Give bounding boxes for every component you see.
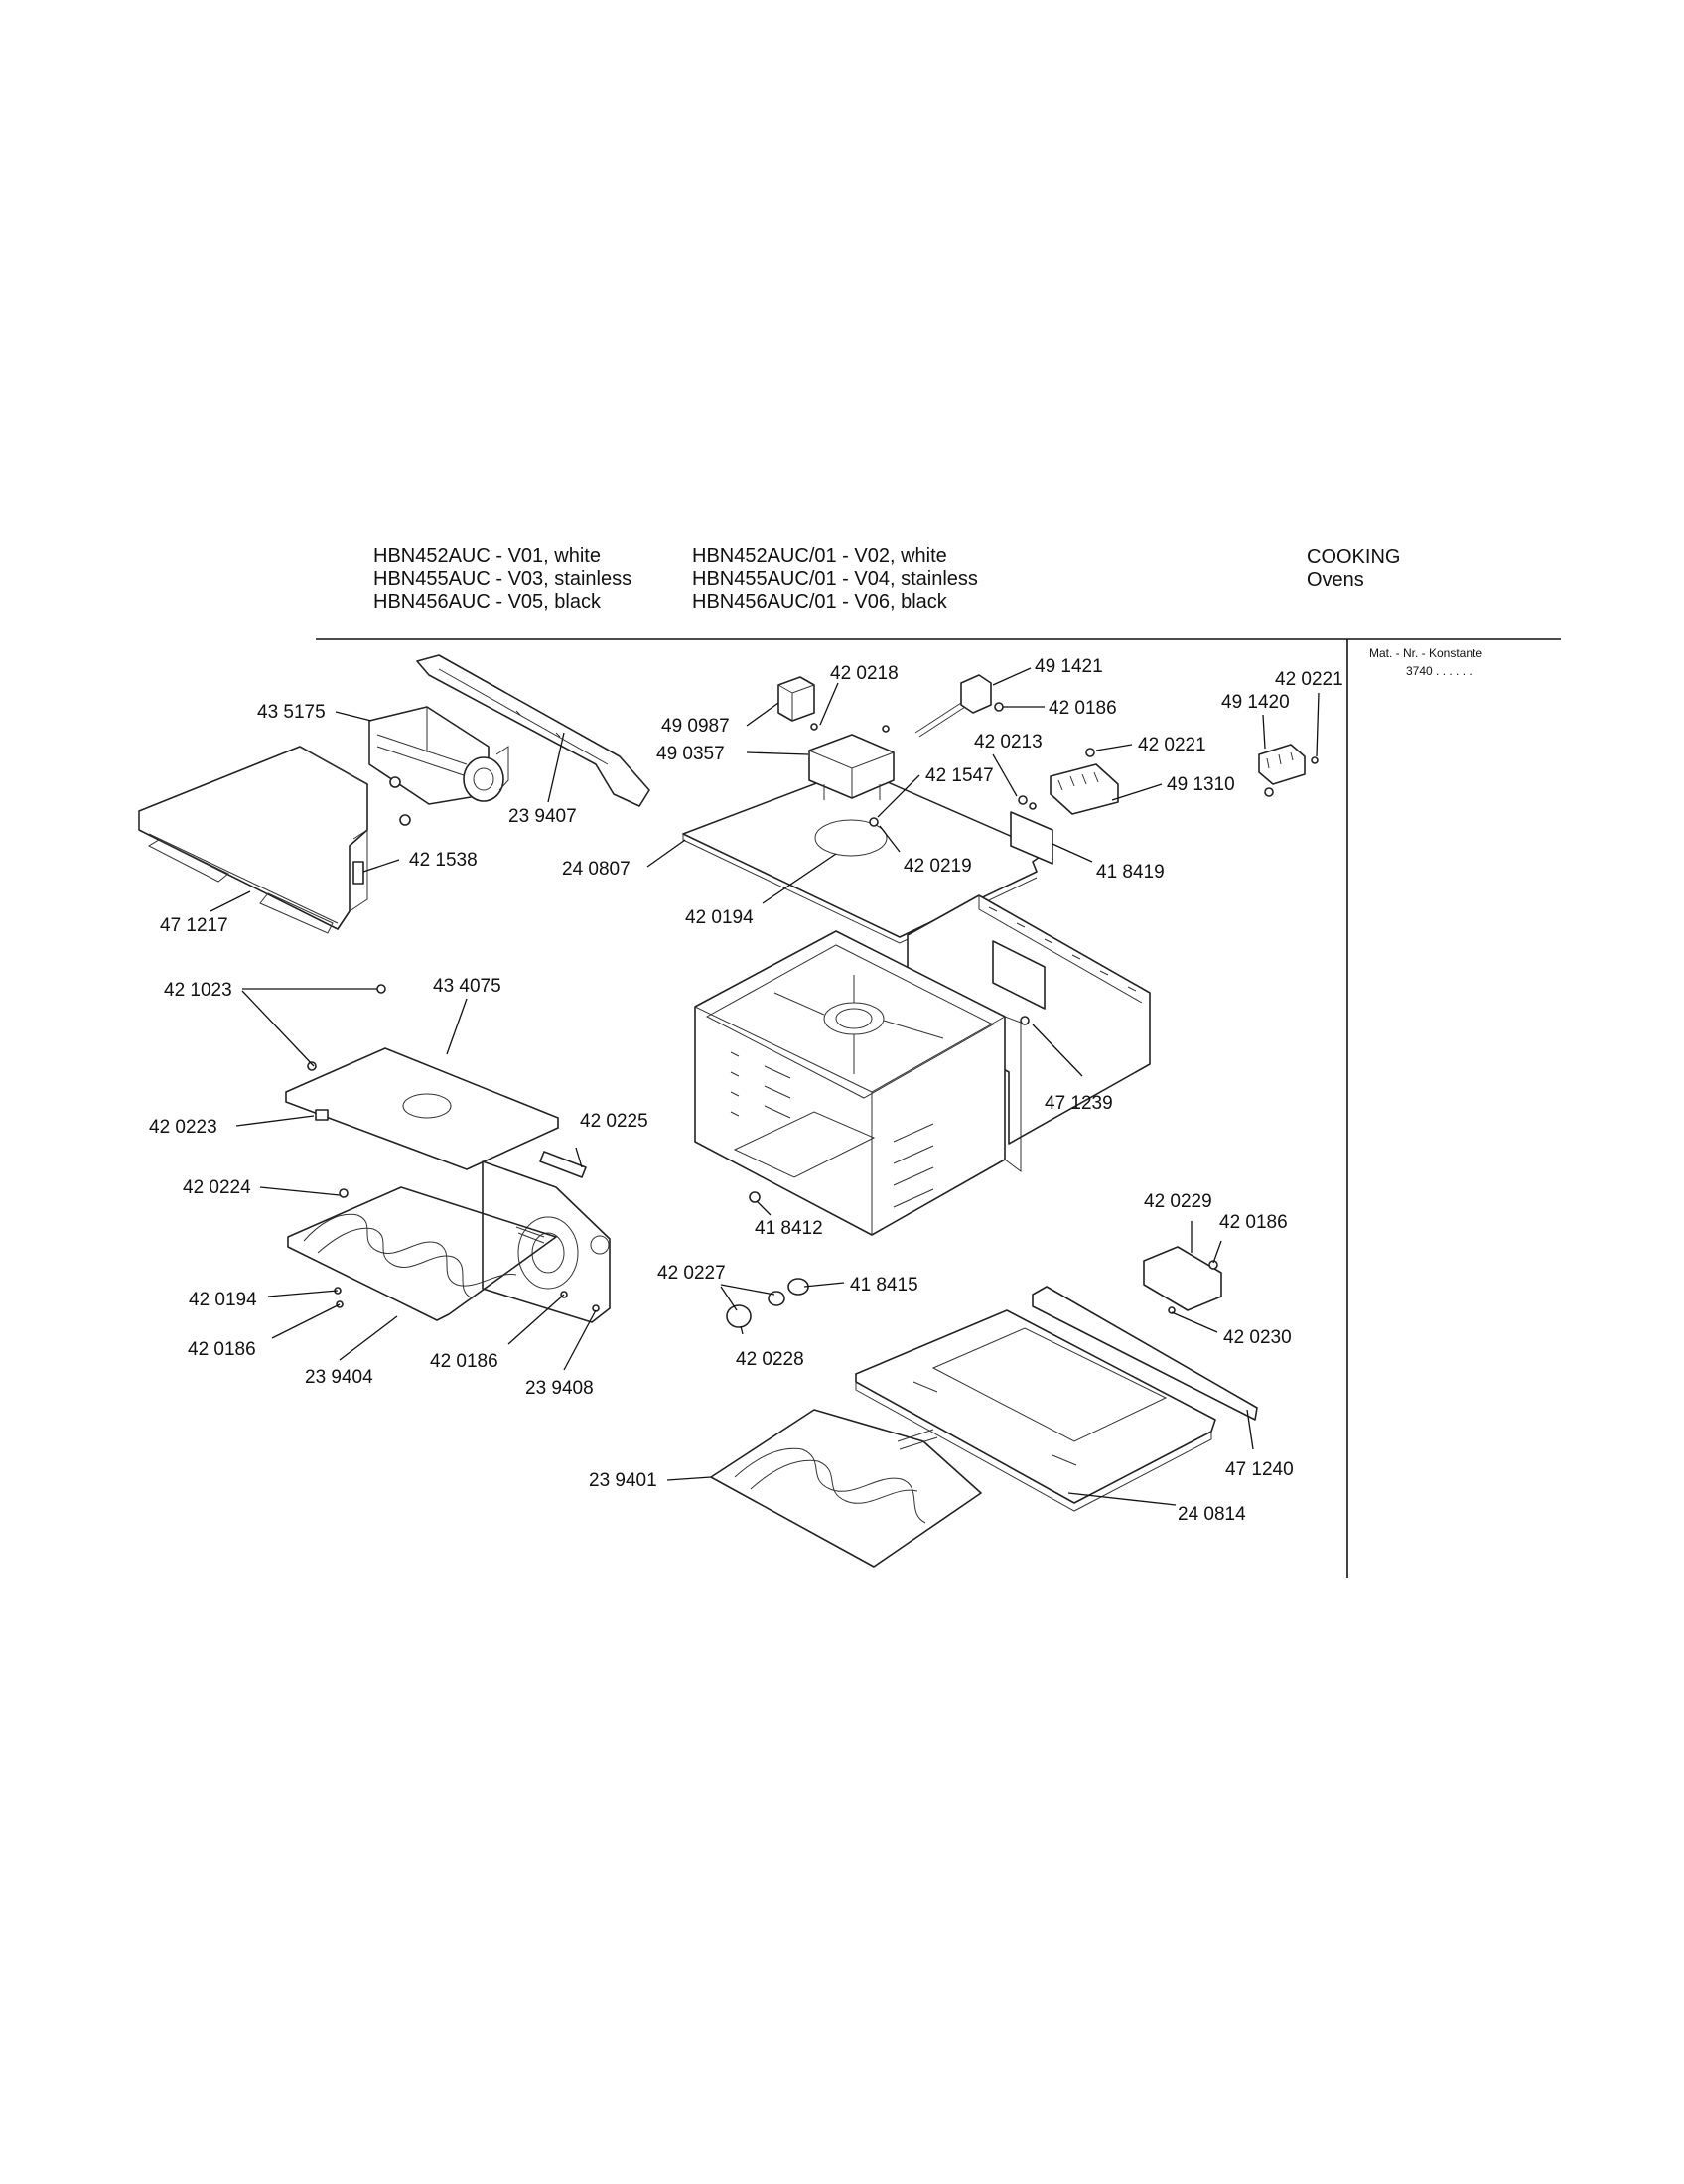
- part-label: 49 0987: [661, 716, 730, 737]
- part-label: 42 0221: [1275, 669, 1343, 690]
- part-label: 42 0224: [183, 1177, 251, 1198]
- part-label: 42 0218: [830, 663, 899, 684]
- oven-cavity-drawing: [694, 930, 1022, 1236]
- side-note-value: 3740 . . . . . .: [1406, 664, 1473, 678]
- model-line: HBN455AUC/01 - V04, stainless: [692, 568, 978, 590]
- part-label: 23 9404: [305, 1367, 373, 1388]
- leader-lines: [210, 667, 1320, 1506]
- part-label: 41 8415: [850, 1275, 918, 1296]
- part-label: 24 0807: [562, 859, 631, 880]
- model-list-right: HBN452AUC/01 - V02, white HBN455AUC/01 -…: [692, 545, 978, 614]
- part-label: 42 0229: [1144, 1191, 1212, 1212]
- roller-parts-drawing: [726, 1191, 809, 1328]
- bracket-drawing: [1143, 1246, 1222, 1314]
- part-label: 42 0186: [188, 1339, 256, 1360]
- category-title: COOKING: [1307, 546, 1401, 568]
- part-label: 42 0230: [1223, 1327, 1292, 1348]
- category-block: COOKING Ovens: [1307, 546, 1400, 592]
- part-label: 42 0223: [149, 1117, 217, 1138]
- part-label: 23 9407: [508, 806, 577, 827]
- part-label: 47 1217: [160, 915, 228, 936]
- part-label: 42 0186: [430, 1351, 498, 1372]
- bottom-plate-drawing: [855, 1286, 1258, 1512]
- part-label: 49 1310: [1167, 774, 1235, 795]
- part-label: 41 8419: [1096, 862, 1165, 883]
- part-label: 42 0194: [189, 1290, 257, 1310]
- part-label: 42 0186: [1219, 1212, 1288, 1233]
- transformer-drawing: [777, 676, 815, 722]
- terminal-block-small-drawing: [1258, 744, 1319, 797]
- side-panel-drawing: [907, 894, 1151, 1145]
- side-note-title: Mat. - Nr. - Konstante: [1369, 646, 1482, 660]
- rear-panel-drawing: [482, 1151, 611, 1323]
- upper-heater-element-drawing: [287, 1186, 600, 1321]
- air-duct-drawing: [138, 746, 411, 934]
- part-label: 47 1239: [1045, 1093, 1113, 1114]
- insulation-mat-drawing: [285, 984, 559, 1170]
- control-box-drawing: [808, 723, 895, 827]
- duct-bracket-drawing: [416, 654, 650, 807]
- part-label: 42 1538: [409, 850, 478, 871]
- part-label: 49 1420: [1221, 692, 1290, 713]
- cooling-fan-drawing: [368, 706, 509, 805]
- part-label: 42 1023: [164, 980, 232, 1001]
- part-label: 42 0225: [580, 1111, 648, 1132]
- part-label: 47 1240: [1225, 1459, 1294, 1480]
- part-label: 42 0194: [685, 907, 754, 928]
- part-label: 42 0221: [1138, 735, 1206, 755]
- part-label: 42 0219: [904, 856, 972, 877]
- part-label: 43 5175: [257, 702, 326, 723]
- model-line: HBN455AUC - V03, stainless: [373, 568, 632, 590]
- bottom-heater-element-drawing: [710, 1409, 982, 1568]
- part-label: 49 0357: [656, 744, 725, 764]
- part-label: 23 9408: [525, 1378, 594, 1399]
- part-label: 42 0228: [736, 1349, 804, 1370]
- model-list-left: HBN452AUC - V01, white HBN455AUC - V03, …: [373, 545, 632, 614]
- model-line: HBN456AUC - V05, black: [373, 591, 601, 613]
- model-line: HBN452AUC - V01, white: [373, 545, 601, 567]
- part-label: 23 9401: [589, 1470, 657, 1491]
- model-line: HBN452AUC/01 - V02, white: [692, 545, 947, 567]
- part-label: 42 0213: [974, 732, 1043, 752]
- part-label: 24 0814: [1178, 1504, 1246, 1525]
- thermostat-drawing: [914, 674, 1004, 738]
- category-subtitle: Ovens: [1307, 569, 1364, 591]
- model-line: HBN456AUC/01 - V06, black: [692, 591, 947, 613]
- part-label: 42 1547: [925, 765, 994, 786]
- part-label: 43 4075: [433, 976, 501, 997]
- part-label: 42 0227: [657, 1263, 726, 1284]
- part-label: 49 1421: [1035, 656, 1103, 677]
- part-label: 41 8412: [755, 1218, 823, 1239]
- part-label: 42 0186: [1049, 698, 1117, 719]
- terminal-block-drawing: [1018, 748, 1119, 815]
